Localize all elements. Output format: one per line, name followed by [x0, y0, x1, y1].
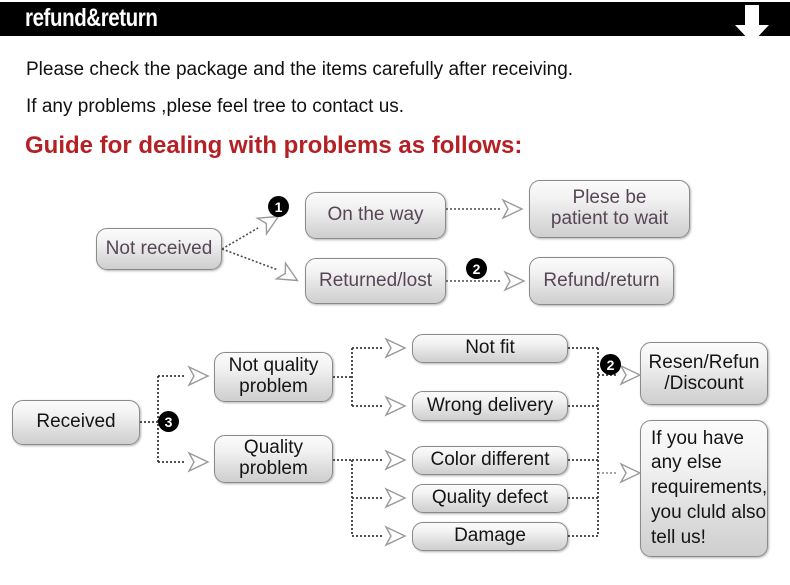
badge-3: 3 [158, 411, 179, 432]
node-label: Not quality problem [228, 355, 319, 397]
node-not-received[interactable]: Not received [96, 228, 222, 270]
node-received[interactable]: Received [12, 400, 140, 445]
badge-2-bottom: 2 [600, 354, 621, 375]
node-quality-defect[interactable]: Quality defect [412, 484, 568, 513]
node-damage[interactable]: Damage [412, 522, 568, 551]
node-label: Color different [430, 449, 550, 471]
node-label: Refund/return [543, 269, 660, 291]
intro-line-1: Please check the package and the items c… [26, 59, 574, 80]
node-label: Plese be patient to wait [550, 187, 669, 229]
node-label: Returned/lost [318, 269, 432, 291]
intro-line-2: If any problems ,plese feel tree to cont… [26, 96, 405, 117]
node-label: Quality problem [239, 437, 308, 479]
badge-number: 2 [472, 260, 481, 277]
node-color-different[interactable]: Color different [412, 446, 568, 475]
node-contact-note[interactable]: If you have any else requirements, you c… [640, 420, 768, 557]
node-label: Damage [454, 525, 526, 547]
node-label: Resen/Refun /Discount [648, 351, 760, 394]
node-quality-problem[interactable]: Quality problem [214, 435, 333, 483]
node-resend-refund-discount[interactable]: Resen/Refun /Discount [640, 342, 768, 405]
node-wrong-delivery[interactable]: Wrong delivery [412, 391, 568, 421]
node-on-the-way[interactable]: On the way [305, 192, 446, 239]
node-label: Wrong delivery [426, 394, 554, 416]
node-label: Received [36, 411, 116, 433]
badge-2-top: 2 [466, 258, 487, 279]
node-not-quality-problem[interactable]: Not quality problem [214, 352, 333, 402]
arrow-down-icon [735, 5, 769, 43]
page-title: refund&return [25, 4, 158, 32]
node-label: On the way [327, 204, 424, 226]
badge-1: 1 [268, 196, 289, 217]
node-label: Not fit [465, 337, 515, 359]
badge-number: 3 [164, 413, 173, 430]
node-refund-return[interactable]: Refund/return [529, 257, 674, 305]
node-label: If you have any else requirements, you c… [651, 427, 768, 548]
guide-heading: Guide for dealing with problems as follo… [25, 132, 523, 159]
node-not-fit[interactable]: Not fit [412, 334, 568, 363]
badge-number: 1 [274, 198, 283, 215]
header-bar [0, 2, 790, 36]
node-label: Not received [105, 237, 213, 259]
node-label: Quality defect [431, 487, 549, 509]
badge-number: 2 [606, 356, 615, 373]
node-returned-lost[interactable]: Returned/lost [305, 258, 446, 304]
node-plese-be-patient[interactable]: Plese be patient to wait [529, 180, 690, 238]
